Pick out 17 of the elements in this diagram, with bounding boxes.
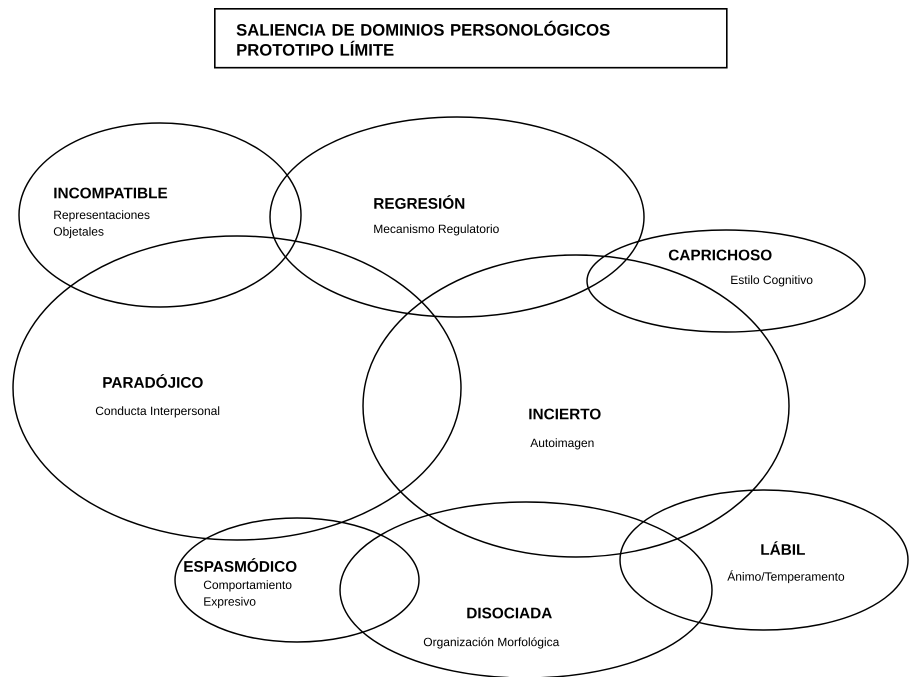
domain-description: Ánimo/Temperamento bbox=[727, 570, 844, 584]
domain-description: Conducta Interpersonal bbox=[96, 406, 220, 418]
domain-heading: CAPRICHOSO bbox=[668, 250, 772, 260]
domain-heading: ESPASMÓDICO bbox=[184, 558, 296, 572]
domain-description: Autoimagen bbox=[530, 438, 594, 450]
domain-heading: INCOMPATIBLE bbox=[54, 188, 168, 198]
domain-heading: REGRESIÓN bbox=[374, 195, 464, 209]
domain-heading: PARADÓJICO bbox=[103, 374, 203, 388]
domain-description: Comportamiento Expresivo bbox=[204, 580, 292, 608]
domain-description: Estilo Cognitivo bbox=[731, 275, 812, 286]
domain-heading: INCIERTO bbox=[529, 408, 601, 420]
domain-description: Representaciones Objetales bbox=[54, 210, 150, 238]
title-box: SALIENCIA DE DOMINIOS PERSONOLÓGICOS PROTOTIPO LÍMITE bbox=[214, 8, 728, 69]
domain-heading: LÁBIL bbox=[761, 541, 805, 555]
domain-description: Mecanismo Regulatorio bbox=[374, 224, 499, 236]
domain-description: Organización Morfológica bbox=[424, 637, 560, 649]
domain-heading: DISOCIADA bbox=[467, 608, 552, 618]
